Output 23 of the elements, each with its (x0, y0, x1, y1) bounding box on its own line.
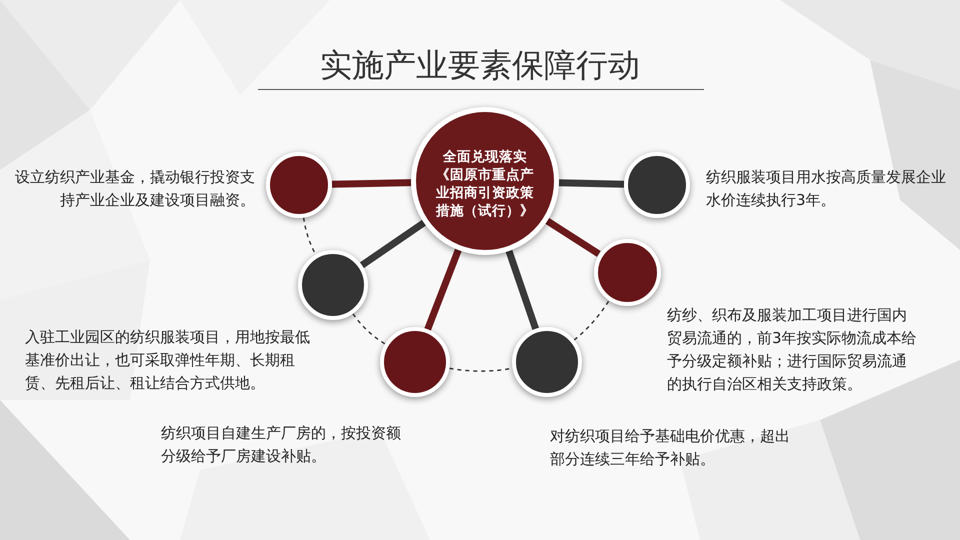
connector-line (558, 179, 624, 188)
dashed-line (352, 313, 386, 344)
description-text: 纺织服装项目用水按高质量发展企业水价连续执行3年。 (706, 167, 947, 211)
circle-node (512, 327, 582, 397)
circle-node (380, 327, 450, 397)
circle-node (594, 238, 660, 306)
description-text: 纺织项目自建生产厂房的，按投资额分级给予厂房建设补贴。 (161, 423, 402, 467)
dashed-line (302, 218, 316, 255)
circle-node (298, 250, 368, 320)
title: 实施产业要素保障行动 (320, 45, 640, 86)
circle-node: 全面兑现落实《固原市重点产业招商引资政策措施（试行）》 (411, 107, 559, 255)
description-text: 对纺织项目给予基础电价优惠，超出部分连续三年给予补贴。 (550, 426, 791, 470)
dashed-line (574, 300, 610, 341)
description-text: 设立纺织产业基金，撬动银行投资支持产业企业及建设项目融资。 (14, 167, 255, 211)
connector-line (545, 218, 601, 257)
connector-line (332, 179, 412, 188)
connector-line (360, 220, 426, 268)
connector-line (506, 250, 539, 330)
description-text: 纺纱、织布及服装加工项目进行国内贸易流通的，前3年按实际物流成本给予分级定额补贴；进行国际贸易流通的执行自治区相关支持政策。 (667, 305, 918, 395)
circle-node (266, 152, 332, 218)
description-text: 入驻工业园区的纺织服装项目，用地按最低基准价出让，也可采取弹性年期、长期租赁、先租后让、租让结合方式供地。 (25, 327, 311, 394)
circle-node (624, 152, 690, 218)
connector-line (424, 248, 462, 331)
